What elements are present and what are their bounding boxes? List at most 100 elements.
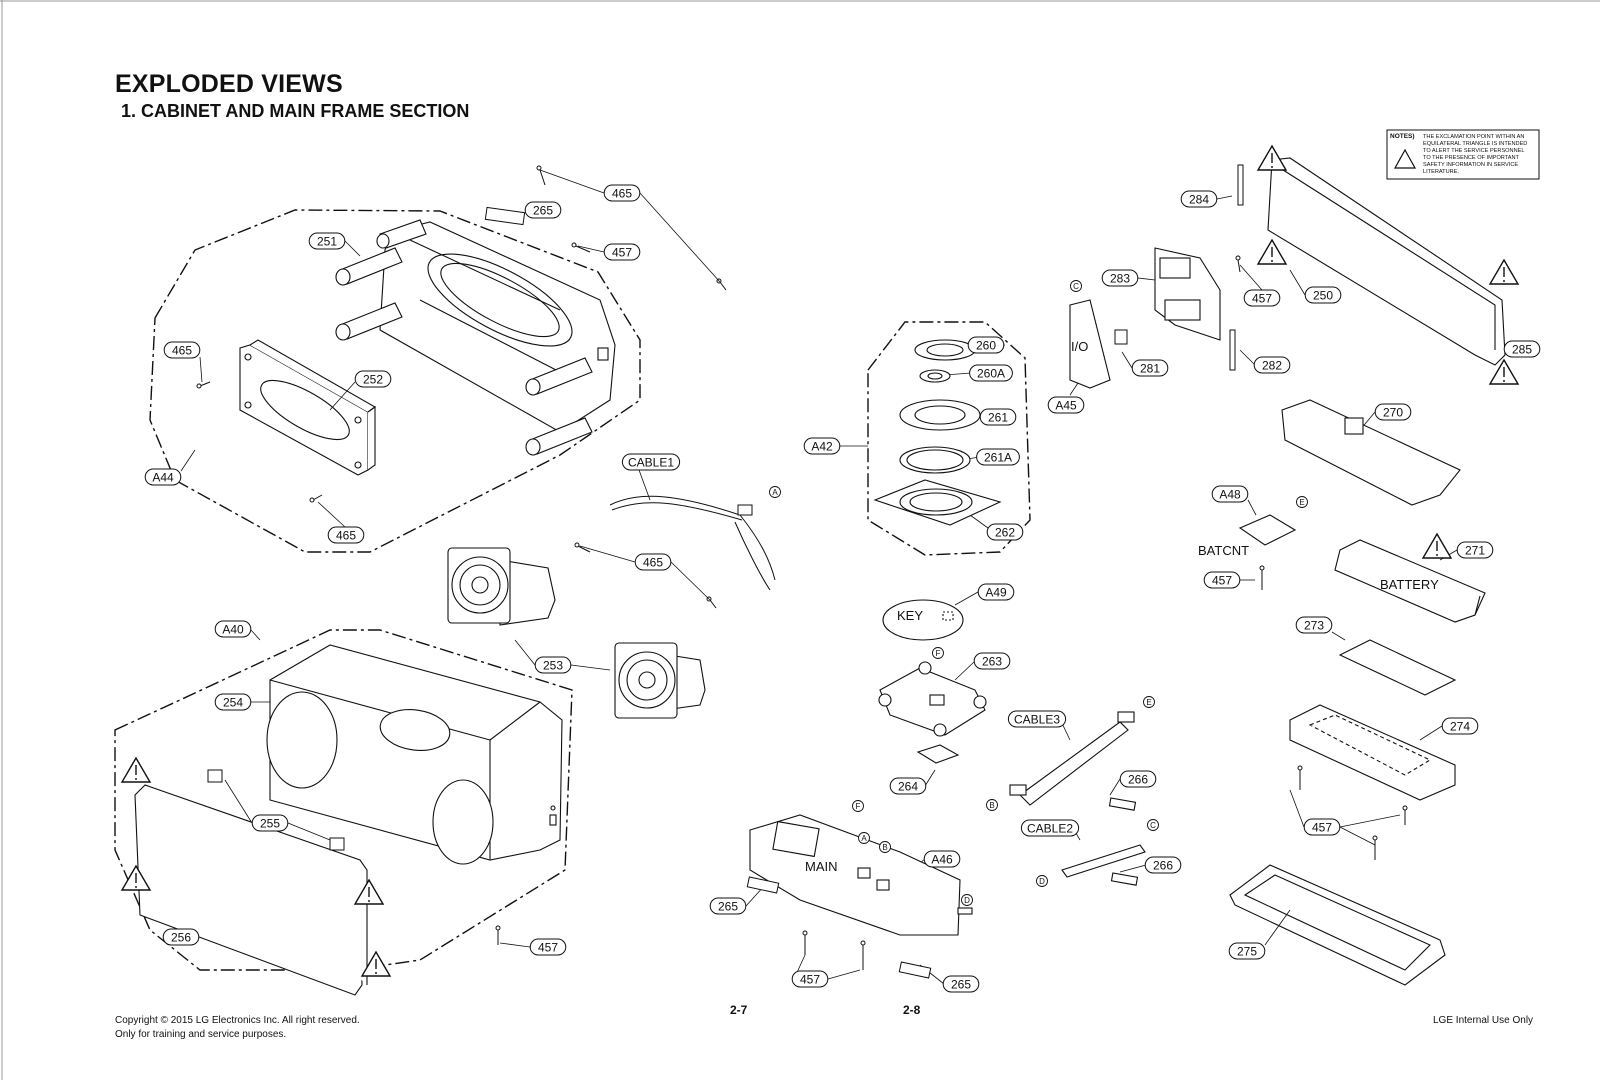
callout-253: 253	[534, 656, 572, 674]
callout-label: 281	[1140, 361, 1160, 375]
callout-label: 264	[898, 779, 918, 793]
connector-b: B	[879, 841, 891, 853]
caution-icon	[1393, 148, 1417, 169]
callout-250: 250	[1304, 286, 1342, 304]
callout-label: 255	[260, 816, 280, 830]
board-label-io: I/O	[1071, 339, 1088, 354]
callout-266: 266	[1119, 770, 1157, 788]
callout-465: 465	[603, 184, 641, 202]
callout-label: CABLE2	[1027, 821, 1073, 835]
notes-box: NOTES) THE EXCLAMATION POINT WITHIN AN E…	[1386, 129, 1540, 180]
callout-label: 252	[363, 372, 383, 386]
callout-265: 265	[524, 201, 562, 219]
callout-label: A46	[931, 852, 953, 866]
callout-label: A42	[811, 439, 833, 453]
callout-layer: 465265457251465252A44465CABLE1465253A402…	[144, 184, 1541, 993]
callout-261: 261	[979, 408, 1017, 426]
connector-label: A	[772, 488, 778, 497]
callout-cable3: CABLE3	[1007, 710, 1067, 728]
callout-cable1: CABLE1	[621, 453, 681, 471]
driver-stack	[873, 339, 1002, 526]
caution-icon	[353, 878, 385, 905]
callout-label: 266	[1128, 772, 1148, 786]
connector-a: A	[858, 832, 870, 844]
callout-label: 262	[995, 525, 1015, 539]
callout-label: 261	[988, 410, 1008, 424]
callout-label: A48	[1219, 487, 1241, 501]
notes-line: THE EXCLAMATION POINT WITHIN AN	[1423, 134, 1524, 140]
callout-274: 274	[1441, 717, 1479, 735]
callout-260a: 260A	[969, 364, 1013, 382]
callout-457: 457	[529, 938, 567, 956]
callout-label: 265	[951, 977, 971, 991]
front-panel-250	[1267, 157, 1506, 366]
callout-label: 270	[1383, 405, 1403, 419]
callout-457: 457	[1203, 571, 1241, 589]
callout-457: 457	[791, 970, 829, 988]
callout-283: 283	[1101, 269, 1139, 287]
callout-255: 255	[251, 814, 289, 832]
main-board	[749, 814, 973, 936]
connector-b: B	[986, 799, 998, 811]
callout-label: 274	[1450, 719, 1470, 733]
callout-cable2: CABLE2	[1020, 819, 1080, 837]
callout-465: 465	[327, 526, 365, 544]
caution-icon	[1488, 258, 1520, 285]
callout-275: 275	[1228, 942, 1266, 960]
bracket-283	[1154, 247, 1221, 341]
callout-label: 271	[1465, 543, 1485, 557]
battery-holder-270	[1281, 399, 1461, 506]
callout-252: 252	[354, 370, 392, 388]
callout-a45: A45	[1047, 396, 1085, 414]
callout-label: 253	[543, 658, 563, 672]
callout-260: 260	[967, 336, 1005, 354]
connector-label: F	[936, 649, 941, 658]
callout-label: 260A	[977, 366, 1005, 380]
callout-a49: A49	[977, 583, 1015, 601]
connector-c: C	[1070, 280, 1082, 292]
copyright-line-1: Copyright © 2015 LG Electronics Inc. All…	[115, 1015, 360, 1026]
connector-c: C	[1147, 819, 1159, 831]
callout-251: 251	[308, 232, 346, 250]
callout-263: 263	[973, 652, 1011, 670]
callout-a42: A42	[803, 437, 841, 455]
callout-282: 282	[1253, 356, 1291, 374]
section-title: 1. CABINET AND MAIN FRAME SECTION	[121, 101, 470, 121]
screws	[196, 165, 1408, 970]
strip-282	[1229, 329, 1236, 371]
connector-label: D	[964, 896, 970, 905]
connector-label: B	[882, 843, 887, 852]
callout-label: 254	[223, 695, 243, 709]
callout-270: 270	[1374, 403, 1412, 421]
callout-label: 457	[1252, 291, 1272, 305]
callout-281: 281	[1131, 359, 1169, 377]
callout-label: 465	[643, 555, 663, 569]
callout-label: 265	[718, 899, 738, 913]
callout-a46: A46	[923, 850, 961, 868]
connector-label: B	[989, 801, 994, 810]
callout-label: A45	[1055, 398, 1077, 412]
callout-label: A44	[152, 470, 174, 484]
notes-line: TO ALERT THE SERVICE PERSONNEL	[1423, 148, 1524, 154]
woofer-lower	[614, 642, 706, 719]
callout-label: 457	[612, 245, 632, 259]
page-title: EXPLODED VIEWS	[115, 70, 343, 98]
cable-1	[609, 495, 776, 591]
callout-254: 254	[214, 693, 252, 711]
connector-d: D	[1036, 875, 1048, 887]
connector-label: C	[1073, 282, 1079, 291]
callout-264: 264	[889, 777, 927, 795]
callout-285: 285	[1503, 340, 1541, 358]
callout-label: 284	[1189, 192, 1209, 206]
callout-273: 273	[1295, 616, 1333, 634]
connector-e: E	[1296, 496, 1308, 508]
connector-label: A	[861, 834, 867, 843]
callout-label: 283	[1110, 271, 1130, 285]
gasket-275	[1229, 864, 1446, 986]
pad-265-b	[898, 961, 932, 979]
io-board	[1069, 299, 1111, 389]
